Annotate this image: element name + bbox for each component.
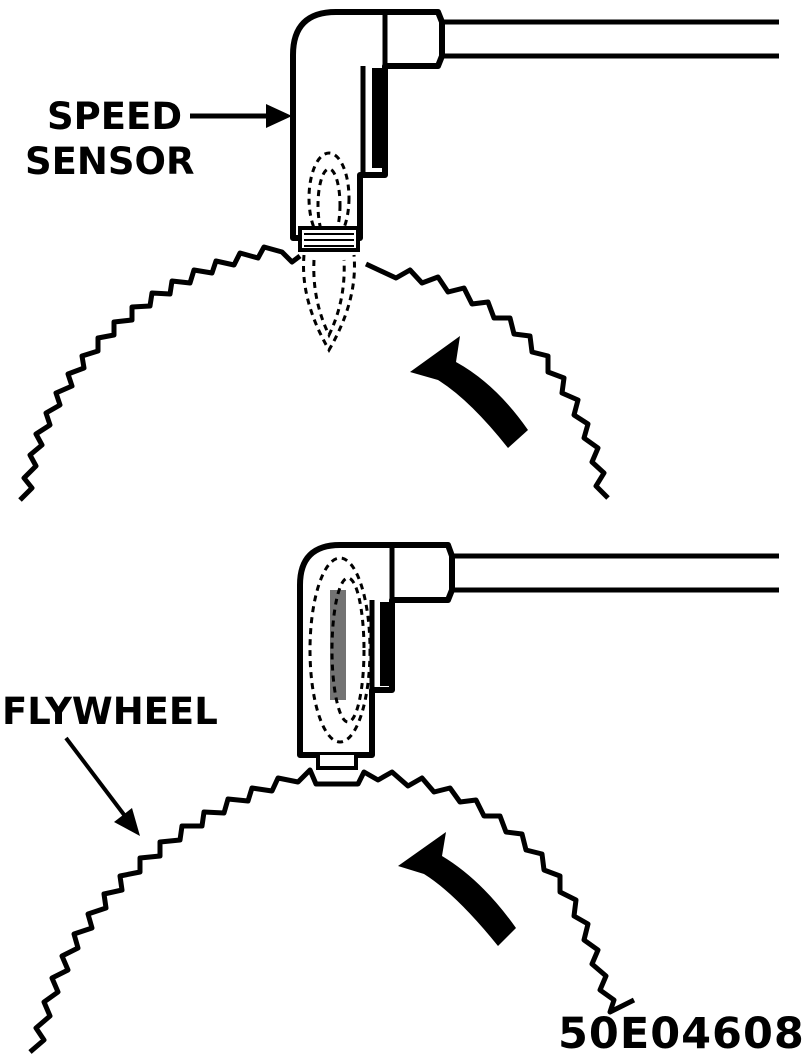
rotation-arrow-top <box>410 336 528 448</box>
speed-sensor-label-line1: SPEED <box>47 95 183 138</box>
speed-sensor-diagram <box>18 9 779 1054</box>
flywheel-top <box>18 244 610 502</box>
speed-sensor-pointer <box>190 104 292 128</box>
flywheel-label: FLYWHEEL <box>2 690 218 733</box>
flywheel-pointer <box>64 736 140 836</box>
speed-sensor-bottom <box>297 542 455 770</box>
speed-sensor-label-line2: SENSOR <box>25 140 195 183</box>
figure-code: 50E04608 <box>558 1009 805 1059</box>
flywheel-bottom <box>28 767 636 1054</box>
rotation-arrow-bottom <box>398 832 516 946</box>
sensor-cable-top <box>442 19 779 59</box>
sensor-cable-bottom <box>452 553 779 593</box>
speed-sensor-top <box>290 9 445 353</box>
